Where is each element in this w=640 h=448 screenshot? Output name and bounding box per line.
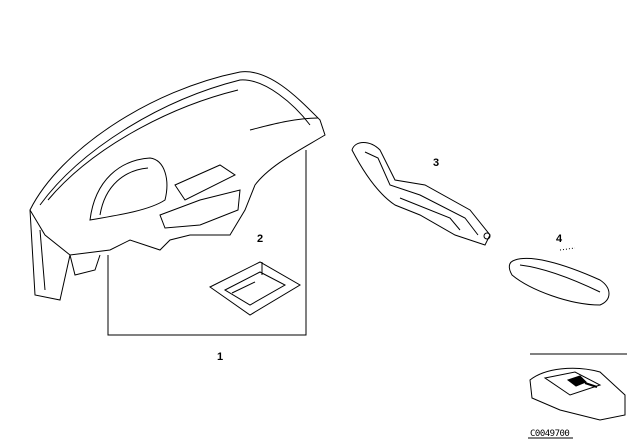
bracket-line-1 [107, 150, 307, 336]
callout-1: 1 [217, 351, 224, 363]
trim-strip-part-4 [508, 247, 610, 306]
car-thumbnail [528, 353, 627, 439]
dashboard-part [29, 71, 326, 301]
handle-part-3 [351, 142, 491, 246]
trim-panel-part-2 [209, 261, 301, 316]
callout-2: 2 [257, 233, 264, 245]
diagram-code: C0049700 [530, 429, 570, 439]
callout-4: 4 [556, 233, 563, 245]
callout-3: 3 [433, 157, 440, 169]
